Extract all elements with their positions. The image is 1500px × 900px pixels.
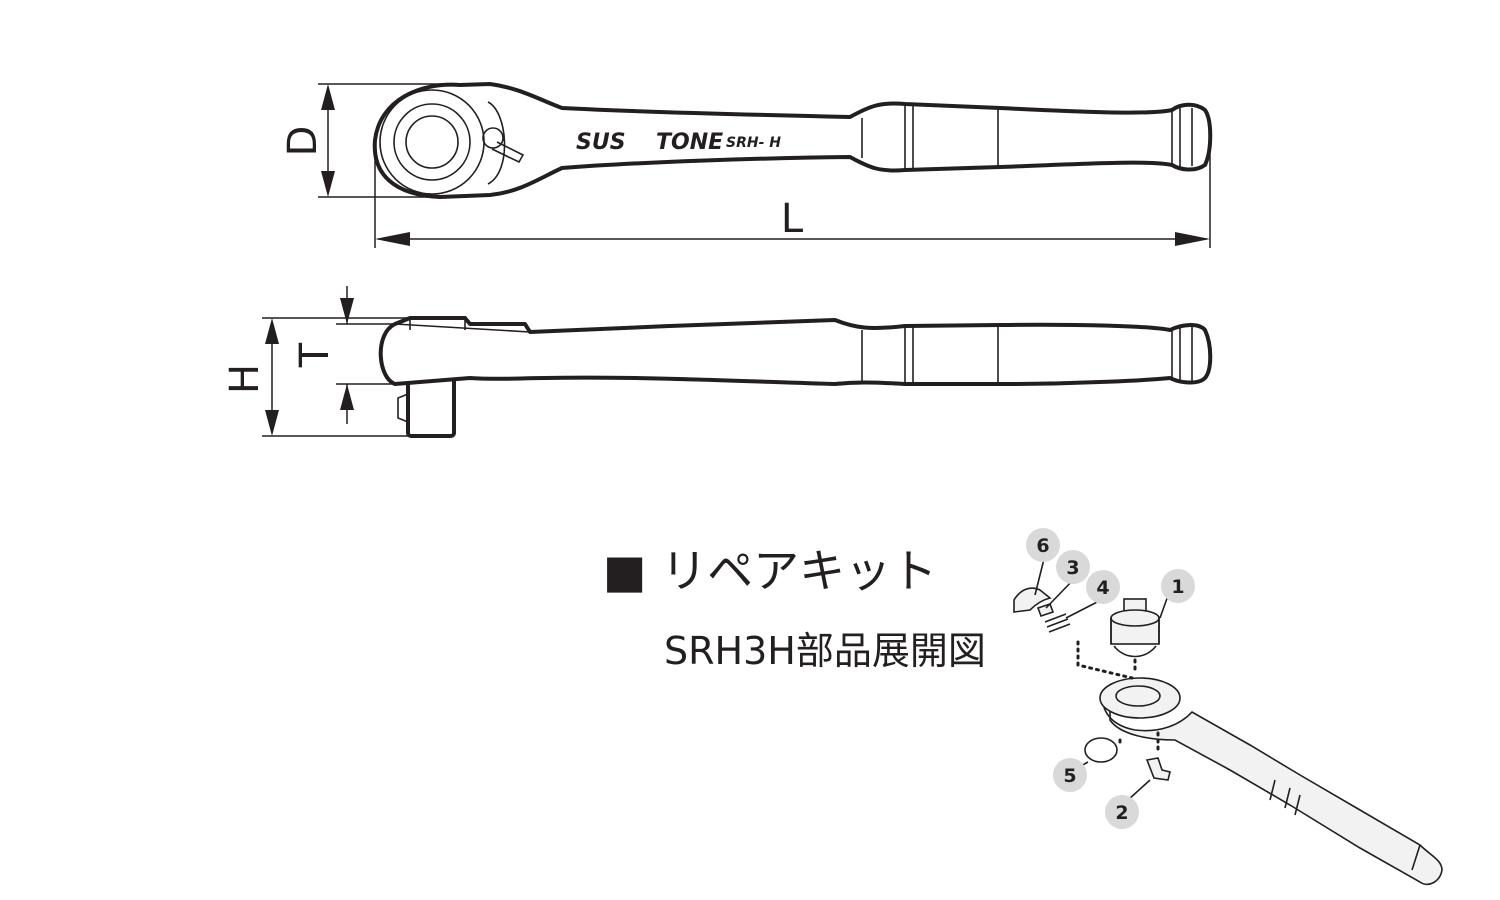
dimension-h: H [222, 317, 410, 437]
part-badge-4: 4 [1086, 570, 1120, 604]
svg-text:1: 1 [1171, 576, 1184, 598]
ratchet-side-view [378, 316, 1213, 438]
svg-text:4: 4 [1096, 577, 1109, 599]
part-badge-1: 1 [1161, 569, 1195, 603]
repair-kit-title: ■ リペアキット [603, 544, 938, 598]
dimension-d-label: D [280, 126, 326, 157]
dimension-l-label: L [781, 196, 804, 242]
part-badge-5: 5 [1053, 758, 1087, 792]
repair-kit-subtitle: SRH3H部品展開図 [664, 629, 986, 673]
exploded-view: 1 2 3 4 5 6 [1013, 528, 1443, 886]
dimension-d: D [280, 83, 470, 198]
dimension-l: L [374, 150, 1211, 248]
svg-text:6: 6 [1036, 535, 1049, 557]
part-badge-6: 6 [1026, 528, 1060, 562]
part-badge-2: 2 [1105, 795, 1139, 829]
dimension-h-label: H [222, 364, 268, 394]
ratchet-top-view: SUS TONE SRH- H [372, 82, 1213, 199]
svg-text:5: 5 [1063, 765, 1076, 787]
part-badge-3: 3 [1056, 550, 1090, 584]
model-stamp: SRH- H [726, 135, 781, 151]
svg-text:2: 2 [1115, 802, 1128, 824]
dimension-t: T [292, 286, 395, 424]
svg-text:3: 3 [1066, 557, 1079, 579]
dimension-t-label: T [292, 342, 338, 368]
material-stamp: SUS [576, 130, 626, 155]
brand-stamp: TONE [656, 130, 723, 155]
